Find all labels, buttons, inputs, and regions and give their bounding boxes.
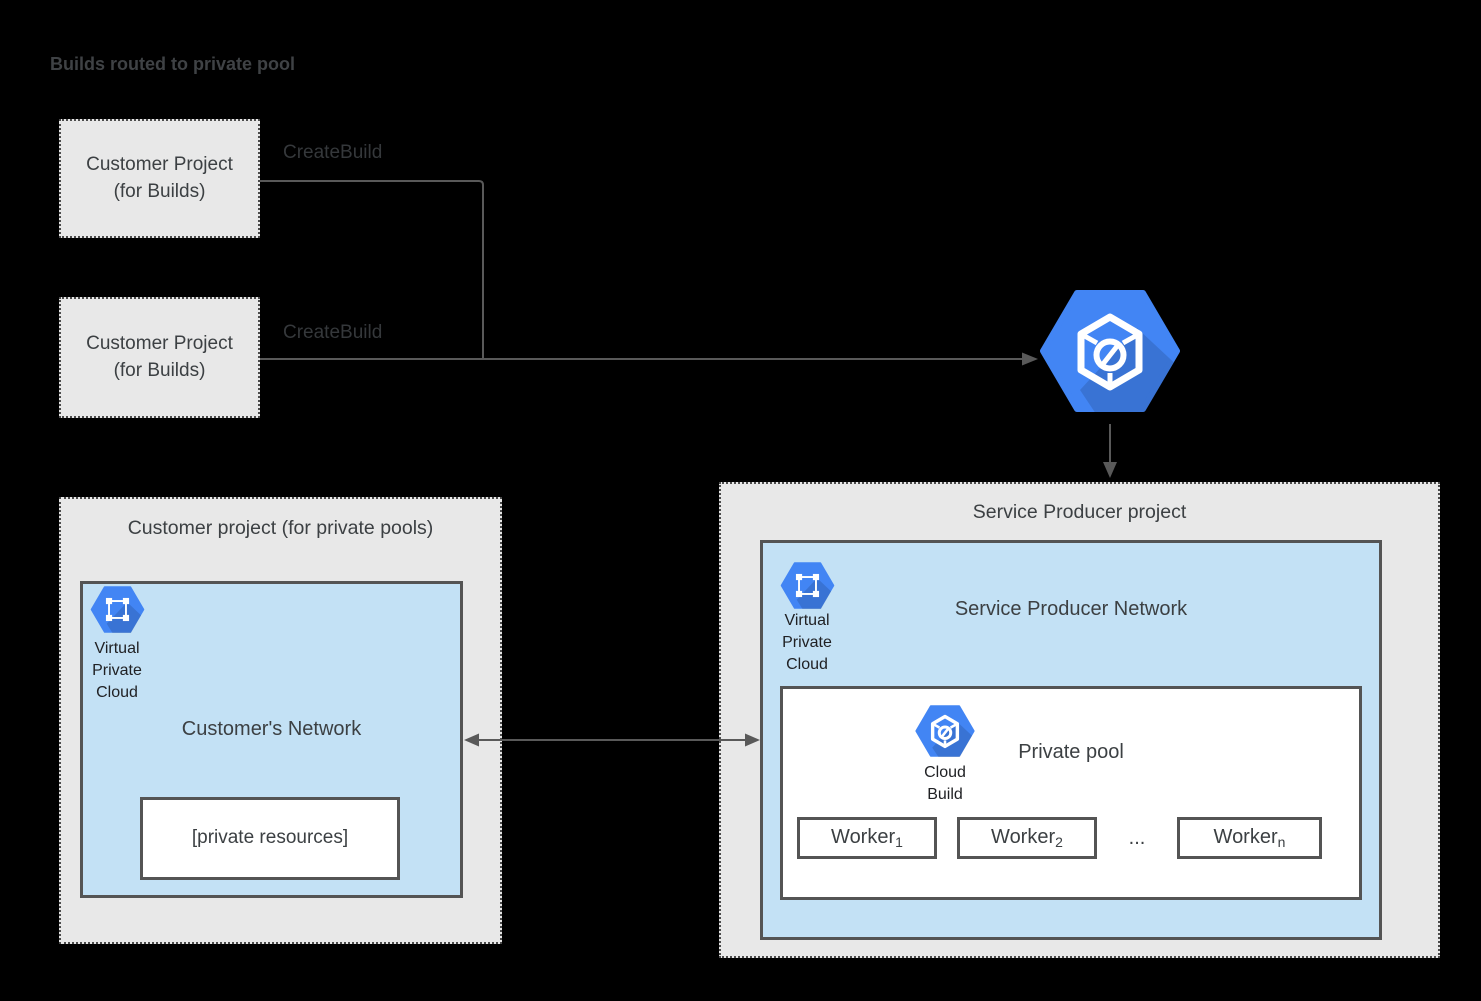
service-producer-network-box: Virtual Private Cloud Service Producer N… — [760, 540, 1382, 940]
customer-build-project-box-2: Customer Project (for Builds) — [59, 297, 260, 418]
workers-ellipsis: ... — [1128, 826, 1146, 849]
cloud-build-icon-label: Cloud Build — [924, 764, 966, 803]
create-build-edge-label-1: CreateBuild — [283, 142, 383, 163]
worker-1-label: Worker1 — [831, 826, 903, 850]
cloud-build-icon — [915, 705, 975, 757]
vpc-icon — [780, 562, 835, 609]
customer-network-name: Customer's Network — [181, 718, 362, 740]
arrowhead-down-to-project — [1103, 462, 1117, 478]
private-pool-box: Cloud Build Private pool Worker1 Worker2… — [780, 686, 1362, 900]
service-producer-network-name: Service Producer Network — [954, 598, 1188, 620]
service-producer-project-box: Service Producer project Virtual Private… — [719, 482, 1440, 958]
private-resources-box: [private resources] — [140, 797, 400, 880]
customer-build-project-1-label: Customer Project (for Builds) — [86, 153, 233, 202]
customer-private-pool-project-box: Customer project (for private pools) Vir… — [59, 497, 502, 944]
service-producer-project-title: Service Producer project — [972, 501, 1187, 523]
worker-n-label: Workern — [1213, 826, 1286, 850]
create-build-edge-label-2: CreateBuild — [283, 322, 383, 343]
worker-box-n: Workern — [1177, 817, 1322, 859]
customer-project-title: Customer project (for private pools) — [127, 517, 434, 539]
vpc-icon-label: Virtual Private Cloud — [92, 640, 142, 701]
worker-box-1: Worker1 — [797, 817, 937, 859]
page-title: Builds routed to private pool — [50, 54, 296, 74]
customer-network-box: Virtual Private Cloud Customer's Network… — [80, 581, 463, 898]
worker-box-2: Worker2 — [957, 817, 1097, 859]
private-resources-label: [private resources] — [191, 827, 349, 849]
customer-build-project-2-label: Customer Project (for Builds) — [86, 332, 233, 381]
cloud-build-icon — [1040, 290, 1180, 412]
customer-build-project-box-1: Customer Project (for Builds) — [59, 119, 260, 238]
vpc-icon — [90, 586, 145, 633]
private-pool-name: Private pool — [1018, 741, 1124, 763]
arrowhead-to-cloud-build-icon — [1022, 352, 1038, 366]
vpc-icon-label: Virtual Private Cloud — [782, 612, 832, 673]
worker-2-label: Worker2 — [991, 826, 1063, 850]
